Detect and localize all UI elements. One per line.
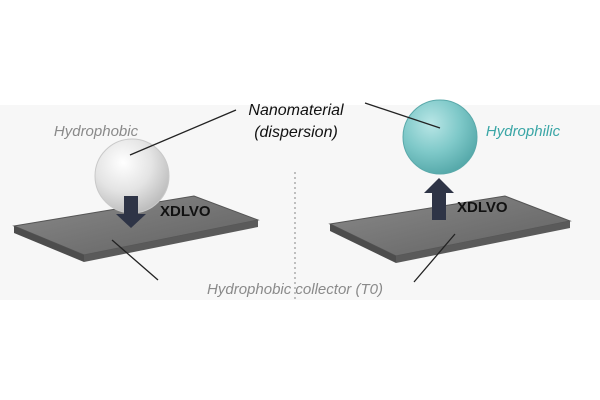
right-panel: Hydrophilic XDLVO [328,99,572,263]
left-title: Hydrophobic [54,123,139,140]
right-arrow-up-icon [424,178,454,220]
right-title: Hydrophilic [486,123,561,140]
left-force-label: XDLVO [160,203,211,220]
leader-line-left-particle [129,109,237,156]
right-force-label: XDLVO [457,199,508,216]
left-panel: Hydrophobic XDLVO [12,123,260,262]
nanomaterial-label-line2: (dispersion) [254,124,338,141]
leader-line-right-particle [364,102,441,129]
nanomaterial-label-line1: Nanomaterial [248,102,344,119]
hydrophilic-particle [402,99,478,175]
left-arrow-down-icon [116,196,146,228]
leader-line-right-collector [413,233,456,283]
leader-line-left-collector [111,239,159,281]
collector-label: Hydrophobic collector (T0) [207,281,383,298]
left-collector-plate [12,195,260,262]
